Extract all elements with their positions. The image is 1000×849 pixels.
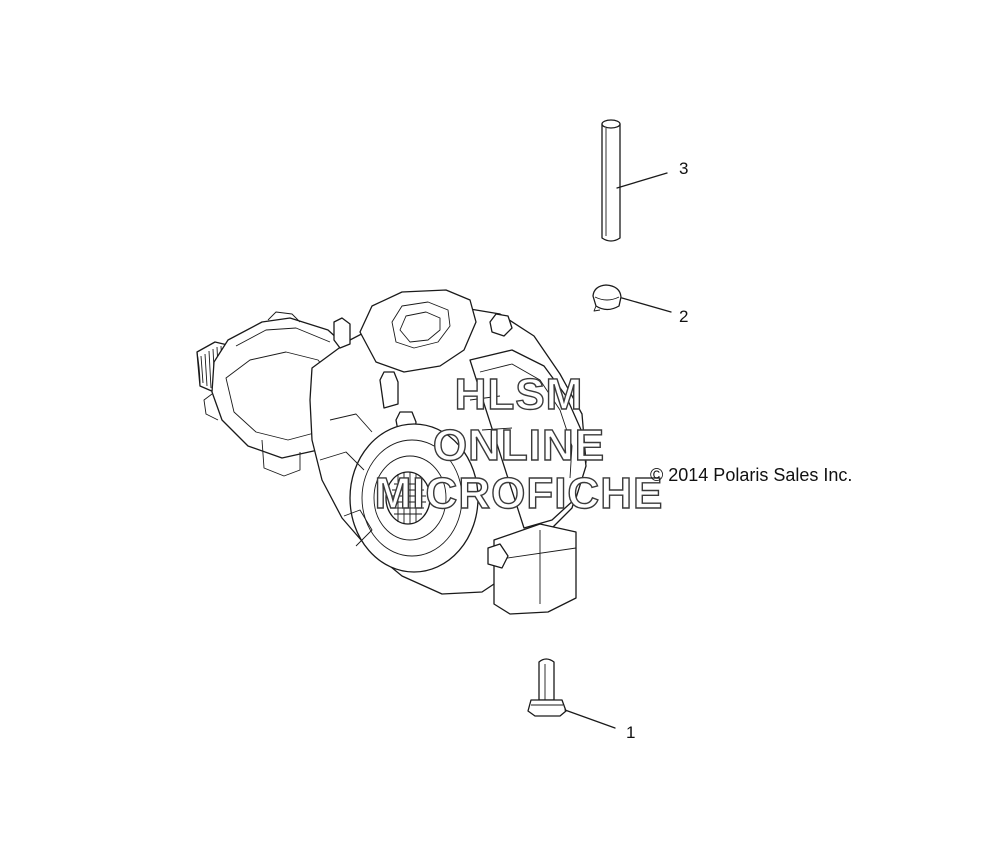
- callout-3: 3: [679, 159, 688, 178]
- watermark-line-1: HLSM: [455, 370, 584, 419]
- leader-line-2: [621, 297, 672, 313]
- vent-hose-icon: [601, 119, 621, 242]
- watermark: HLSM ONLINE MICROFICHE: [374, 369, 664, 518]
- callout-1: 1: [626, 723, 635, 742]
- watermark-line-3: MICROFICHE: [375, 469, 664, 518]
- output-seal: [349, 423, 479, 573]
- hose-clamp-icon: [592, 284, 622, 312]
- gearcase-assembly-icon: [196, 289, 587, 615]
- bolt-icon: [527, 658, 567, 717]
- leader-line-1: [564, 709, 616, 729]
- watermark-line-2: ONLINE: [433, 421, 605, 470]
- copyright-notice: © 2014 Polaris Sales Inc.: [650, 465, 852, 485]
- callout-2: 2: [679, 307, 688, 326]
- leader-line-3: [616, 172, 668, 189]
